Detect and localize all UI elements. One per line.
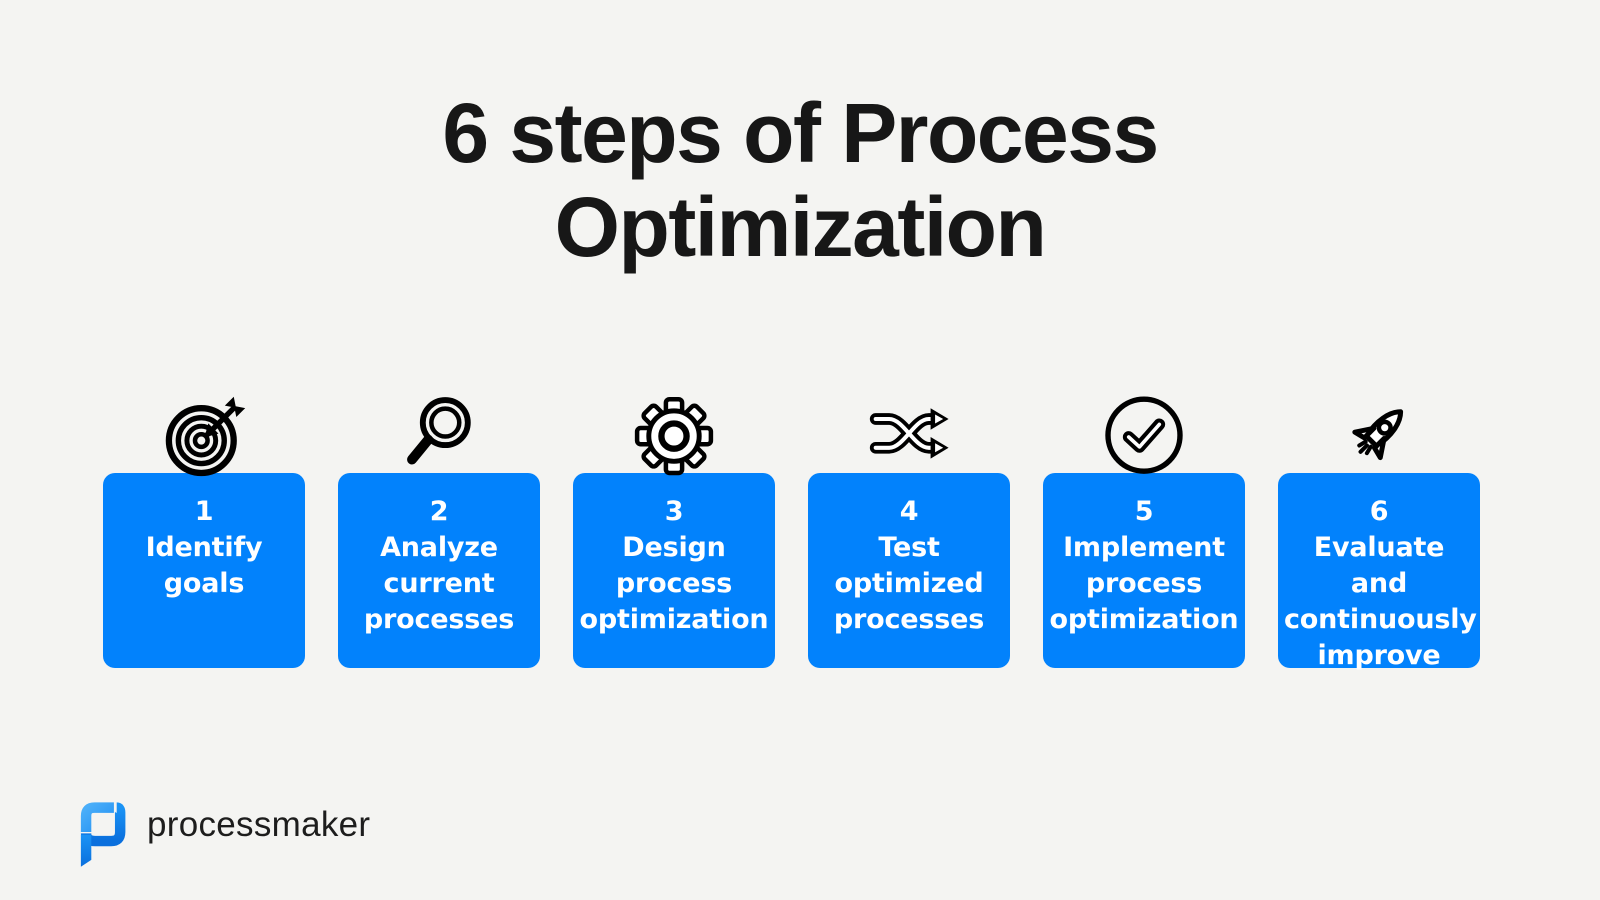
step-1: 1 Identify goals [103, 390, 305, 675]
step-label: Analyze current processes [363, 532, 515, 635]
step-card: 3 Design process optimization [573, 473, 775, 668]
check-circle-icon [1099, 392, 1189, 482]
step-number: 6 [1369, 496, 1389, 527]
step-3: 3 Design process optimization [573, 390, 775, 675]
rocket-icon [1334, 392, 1424, 482]
magnifier-icon [394, 392, 484, 482]
page-title: 6 steps of Process Optimization [442, 86, 1159, 274]
processmaker-logo: processmaker [68, 794, 370, 870]
step-label: Test optimized processes [833, 532, 985, 635]
processmaker-logo-text: processmaker [147, 805, 371, 844]
step-number: 3 [664, 496, 684, 527]
step-card: 5 Implement process optimization [1043, 473, 1245, 668]
step-6: 6 Evaluate and continuously improve [1278, 390, 1480, 675]
shuffle-icon [864, 392, 954, 482]
step-card: 2 Analyze current processes [338, 473, 540, 668]
step-number: 2 [429, 496, 449, 527]
processmaker-logo-mark [80, 802, 126, 867]
target-icon [159, 392, 249, 482]
step-2: 2 Analyze current processes [338, 390, 540, 675]
step-label: Implement process optimization [1049, 532, 1239, 635]
gear-icon [629, 392, 719, 482]
step-label: Design process optimization [579, 532, 769, 635]
step-card: 1 Identify goals [103, 473, 305, 668]
step-number: 4 [899, 496, 919, 527]
step-5: 5 Implement process optimization [1043, 390, 1245, 675]
step-number: 1 [194, 496, 214, 527]
step-4: 4 Test optimized processes [808, 390, 1010, 675]
step-label: Identify goals [145, 532, 263, 599]
step-label: Evaluate and continuously improve [1284, 532, 1477, 671]
step-card: 6 Evaluate and continuously improve [1278, 473, 1480, 671]
step-card: 4 Test optimized processes [808, 473, 1010, 668]
step-number: 5 [1134, 496, 1154, 527]
